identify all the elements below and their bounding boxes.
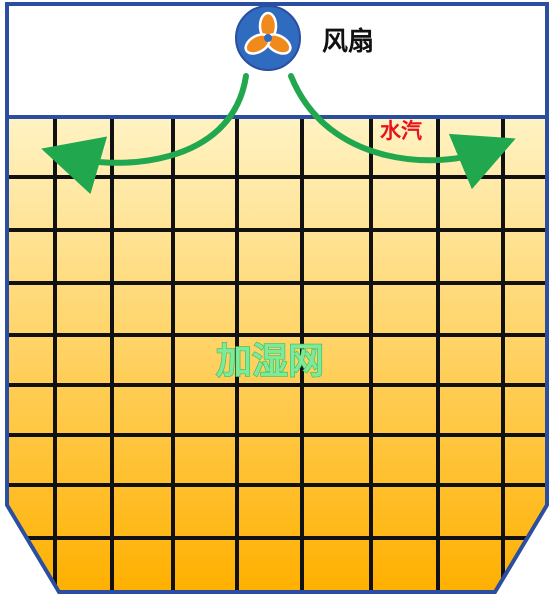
airflow-arrow-left <box>41 73 249 195</box>
mesh-grid <box>7 117 547 592</box>
humidifier-mesh-label: 加湿网 <box>216 341 324 382</box>
fan-label: 风扇 <box>322 26 374 57</box>
steam-label: 水汽 <box>380 119 422 143</box>
mesh-background <box>7 117 547 592</box>
mesh-outline <box>5 115 549 594</box>
humidifier-mesh-body <box>5 115 549 594</box>
fan-hub <box>264 34 272 42</box>
airflow-arrow-right <box>288 73 516 190</box>
fan-icon <box>235 5 301 71</box>
